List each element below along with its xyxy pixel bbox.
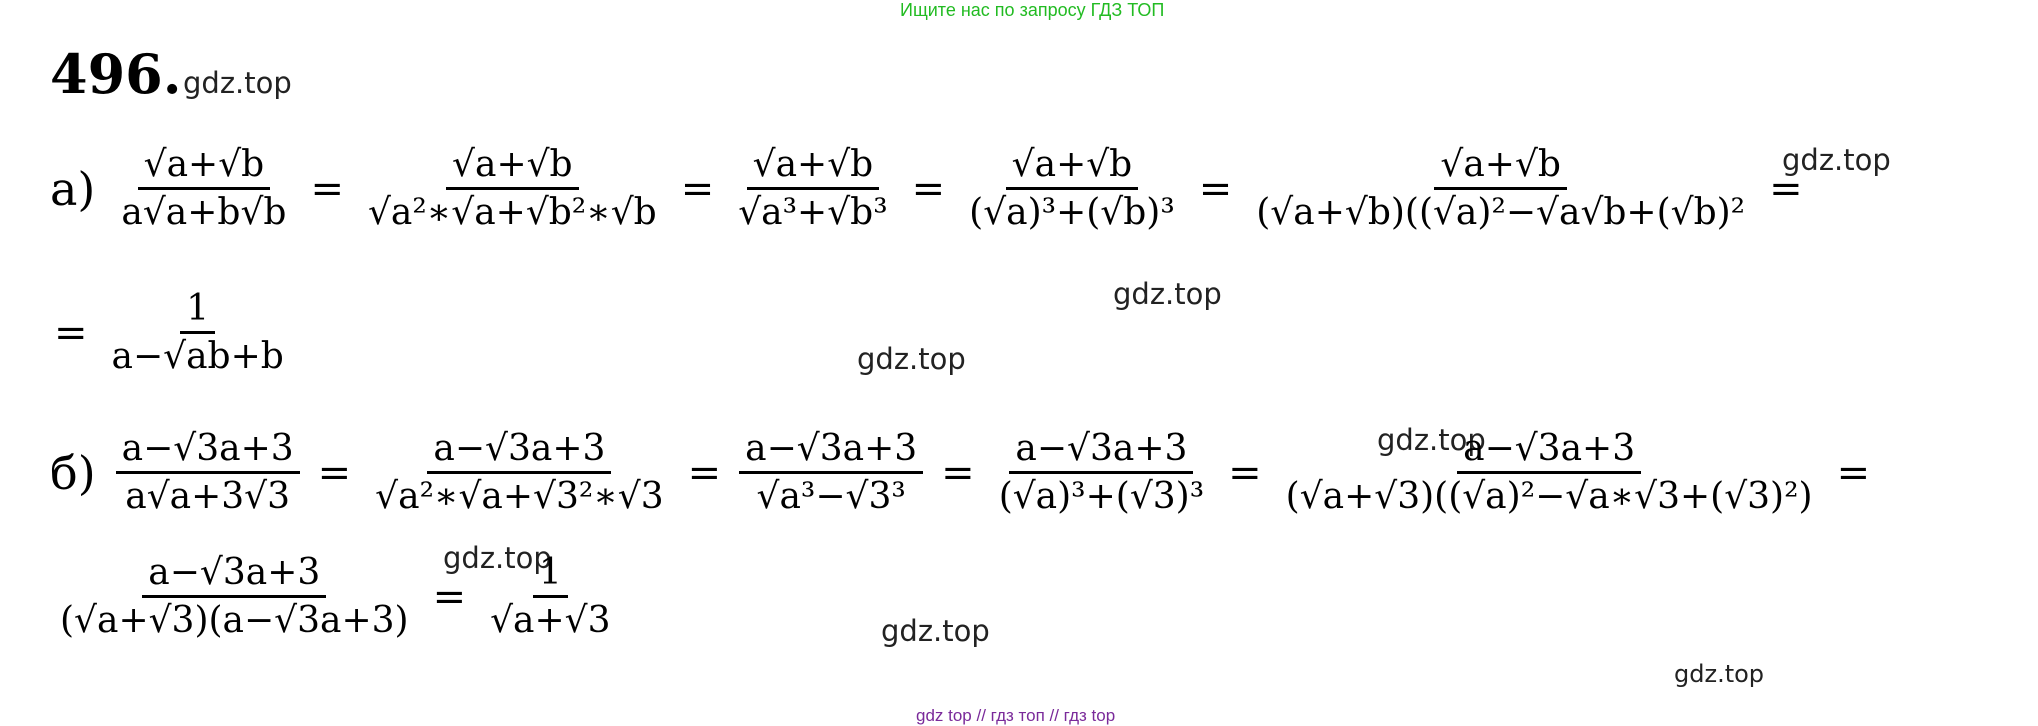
- problem-number: 496.: [50, 42, 182, 106]
- numerator: a−√3a+3: [1457, 428, 1642, 475]
- equals-sign: =: [1769, 165, 1803, 212]
- watermark: gdz.top: [1377, 423, 1486, 457]
- denominator: (√a)³+(√b)³: [969, 192, 1175, 234]
- fraction: a−√3a+3 (√a+√3)((√a)²−√a∗√3+(√3)²): [1280, 428, 1819, 518]
- equals-sign: =: [432, 573, 467, 620]
- equals-sign: =: [54, 309, 88, 356]
- fraction: √a+√b (√a)³+(√b)³: [963, 144, 1181, 234]
- equals-sign: =: [1198, 165, 1233, 212]
- numerator: 1: [532, 552, 568, 599]
- denominator: √a³+√b³: [738, 192, 888, 234]
- fraction: a−√3a+3 √a²∗√a+√3²∗√3: [369, 428, 669, 518]
- numerator: √a+√b: [137, 144, 271, 191]
- denominator: √a²∗√a+√3²∗√3: [375, 476, 664, 518]
- part-a-line-1: а) √a+√b a√a+b√b = √a+√b √a²∗√a+√b²∗√b =…: [50, 144, 1811, 234]
- numerator: √a+√b: [446, 144, 579, 191]
- part-b-label: б): [50, 445, 96, 500]
- numerator: 1: [180, 288, 216, 335]
- fraction: √a+√b √a³+√b³: [732, 144, 893, 234]
- denominator: a√a+b√b: [121, 192, 287, 234]
- numerator: a−√3a+3: [427, 428, 612, 475]
- denominator: (√a)³+(√3)³: [998, 476, 1205, 518]
- footer-links[interactable]: gdz top // гдз топ // гдз top: [916, 706, 1116, 725]
- watermark: gdz.top: [1113, 277, 1222, 311]
- part-b-line-2: a−√3a+3 (√a+√3)(a−√3a+3) = 1 √a+√3: [44, 552, 627, 642]
- equals-sign: =: [317, 449, 352, 496]
- fraction: √a+√b a√a+b√b: [115, 144, 292, 234]
- watermark: gdz.top: [1782, 143, 1891, 177]
- equals-sign: =: [310, 165, 344, 212]
- equals-sign: =: [687, 449, 722, 496]
- numerator: a−√3a+3: [115, 428, 300, 475]
- denominator: √a²∗√a+√b²∗√b: [367, 192, 657, 234]
- part-b-line-1: б) a−√3a+3 a√a+3√3 = a−√3a+3 √a²∗√a+√3²∗…: [50, 428, 1878, 518]
- numerator: a−√3a+3: [142, 552, 327, 599]
- numerator: √a+√b: [1434, 144, 1567, 191]
- fraction: a−√3a+3 √a³−√3³: [739, 428, 924, 518]
- denominator: a−√ab+b: [111, 336, 284, 378]
- fraction: √a+√b √a²∗√a+√b²∗√b: [362, 144, 663, 234]
- numerator: a−√3a+3: [739, 428, 924, 475]
- watermark: gdz.top: [443, 541, 552, 575]
- denominator: √a³−√3³: [756, 476, 906, 518]
- equals-sign: =: [941, 449, 975, 496]
- numerator: √a+√b: [1005, 144, 1139, 191]
- numerator: a−√3a+3: [1009, 428, 1194, 475]
- equals-sign: =: [1836, 449, 1871, 496]
- denominator: (√a+√3)(a−√3a+3): [60, 600, 409, 642]
- watermark: gdz.top: [881, 614, 990, 648]
- equals-sign: =: [911, 165, 946, 212]
- search-hint: Ищите нас по запросу ГДЗ ТОП: [900, 0, 1165, 20]
- denominator: a√a+3√3: [125, 476, 291, 518]
- watermark: gdz.top: [1674, 660, 1765, 688]
- fraction: a−√3a+3 a√a+3√3: [115, 428, 300, 518]
- part-a-label: а): [50, 161, 96, 216]
- part-a-line-2: = 1 a−√ab+b: [46, 288, 300, 378]
- fraction: a−√3a+3 (√a)³+(√3)³: [993, 428, 1210, 518]
- numerator: √a+√b: [746, 144, 880, 191]
- watermark: gdz.top: [183, 66, 292, 100]
- denominator: √a+√3: [490, 600, 611, 642]
- watermark: gdz.top: [857, 342, 966, 376]
- fraction: 1 √a+√3: [484, 552, 616, 642]
- denominator: (√a+√b)((√a)²−√a√b+(√b)²: [1256, 192, 1746, 234]
- fraction: 1 a−√ab+b: [106, 288, 290, 378]
- equals-sign: =: [1228, 449, 1262, 496]
- equals-sign: =: [680, 165, 715, 212]
- fraction: √a+√b (√a+√b)((√a)²−√a√b+(√b)²: [1250, 144, 1751, 234]
- fraction: a−√3a+3 (√a+√3)(a−√3a+3): [54, 552, 415, 642]
- denominator: (√a+√3)((√a)²−√a∗√3+(√3)²): [1285, 476, 1813, 518]
